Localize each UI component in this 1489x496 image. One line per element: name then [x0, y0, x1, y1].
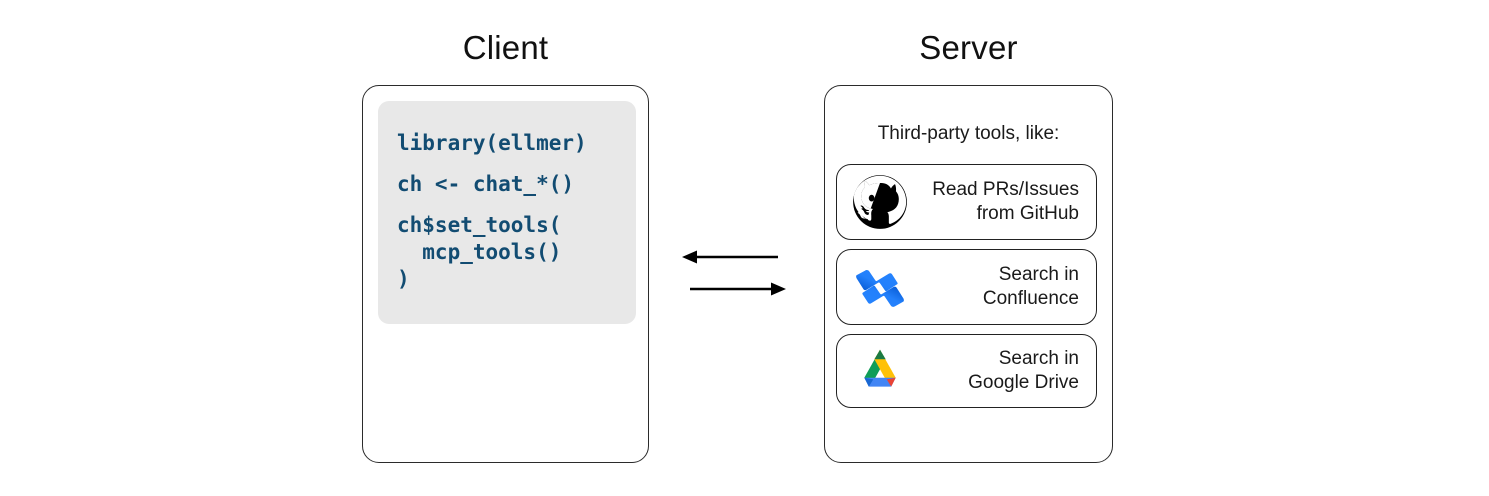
client-to-server-arrow: [690, 282, 786, 296]
tool-card-google-drive[interactable]: Search in Google Drive: [836, 334, 1097, 408]
github-icon: [849, 171, 911, 233]
code-line-4: ): [397, 267, 410, 291]
google-drive-icon: [849, 340, 911, 402]
server-panel: Third-party tools, like: Read PRs/Issues…: [824, 85, 1113, 463]
tool-label-confluence: Search in Confluence: [982, 263, 1079, 309]
server-to-client-arrow: [682, 250, 778, 264]
code-line-3: mcp_tools(): [397, 240, 562, 264]
tool-label-github: Read PRs/Issues from GitHub: [932, 178, 1079, 224]
code-block: library(ellmer) ch <- chat_*() ch$set_to…: [378, 101, 636, 324]
code-line-2: ch$set_tools(: [397, 213, 562, 237]
tool-card-confluence[interactable]: Search in Confluence: [836, 249, 1097, 325]
tool-label-google-drive: Search in Google Drive: [968, 347, 1079, 393]
code-line-1: ch <- chat_*(): [397, 172, 575, 196]
client-panel: library(ellmer) ch <- chat_*() ch$set_to…: [362, 85, 649, 463]
client-heading: Client: [462, 29, 549, 66]
server-heading: Server: [919, 29, 1018, 66]
code-line-0: library(ellmer): [397, 131, 587, 155]
arrow-group: [680, 244, 790, 302]
confluence-icon: [849, 256, 911, 318]
tool-card-github[interactable]: Read PRs/Issues from GitHub: [836, 164, 1097, 240]
server-tools-label: Third-party tools, like:: [877, 123, 1060, 144]
